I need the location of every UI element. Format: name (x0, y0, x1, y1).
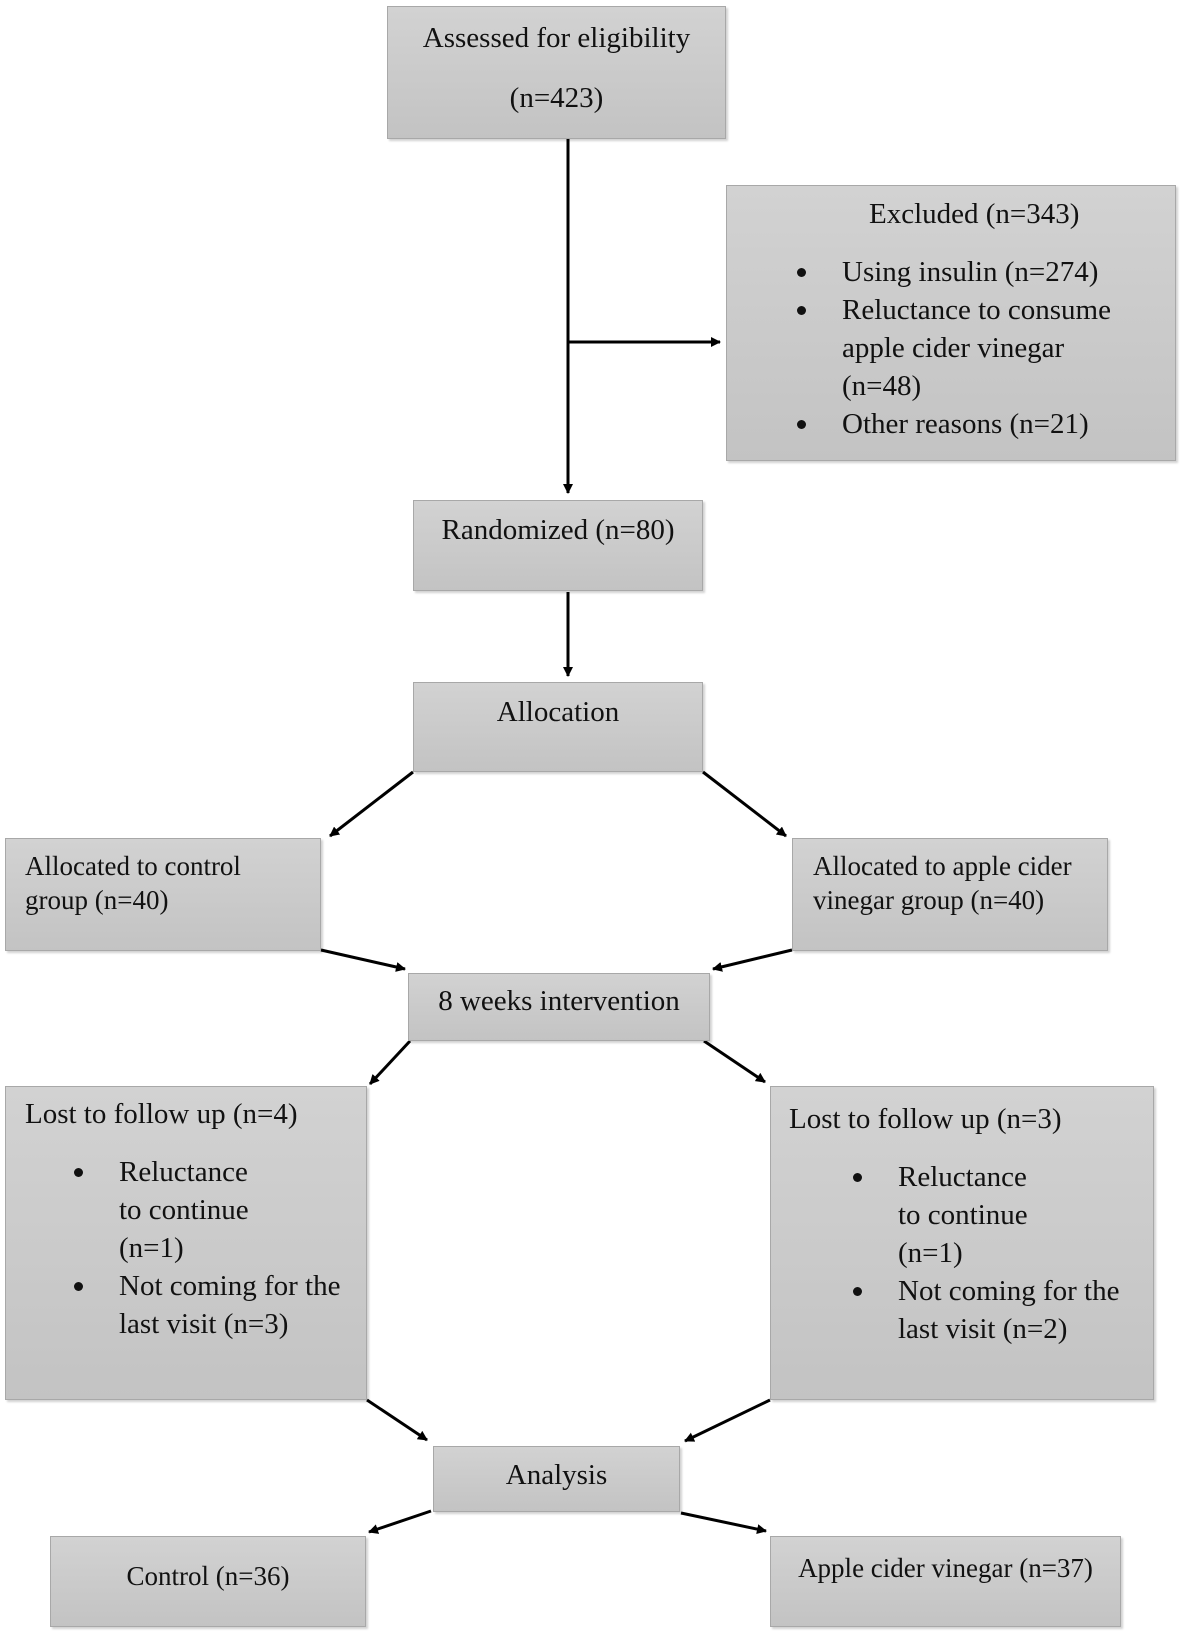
edge-intervention-lostcontrol (368, 1039, 412, 1086)
edge-analysis-control (368, 1509, 432, 1534)
alloc-control-line-1: Allocated to control (25, 851, 241, 881)
node-lost-acv: Lost to follow up (n=3) Reluctance to co… (770, 1086, 1154, 1400)
lost-control-title: Lost to follow up (n=4) (25, 1098, 298, 1130)
intervention-label: 8 weeks intervention (438, 985, 680, 1017)
excluded-reason: Other reasons (n=21) (797, 405, 1155, 443)
analysis-label: Analysis (505, 1459, 608, 1491)
node-excluded: Excluded (n=343) Using insulin (n=274) R… (726, 185, 1176, 461)
edge-control-intervention (320, 948, 406, 972)
node-final-control: Control (n=36) (50, 1536, 366, 1627)
excluded-title: Excluded (n=343) (869, 198, 1080, 230)
node-alloc-control: Allocated to control group (n=40) (5, 838, 321, 951)
edge-analysis-acv (680, 1511, 767, 1535)
node-assessed: Assessed for eligibility (n=423) (387, 6, 726, 139)
alloc-acv-line-2: vinegar group (n=40) (813, 885, 1045, 915)
final-acv-label: Apple cider vinegar (n=37) (798, 1553, 1093, 1583)
excluded-reasons: Using insulin (n=274) Reluctance to cons… (797, 253, 1155, 443)
node-alloc-acv: Allocated to apple cider vinegar group (… (792, 838, 1108, 951)
edge-allocation-acv (702, 770, 787, 838)
lost-control-reason: Reluctance to continue (n=1) (74, 1153, 356, 1267)
lost-acv-reason: Reluctance to continue (n=1) (853, 1158, 1143, 1272)
node-randomized: Randomized (n=80) (413, 500, 703, 591)
node-lost-control: Lost to follow up (n=4) Reluctance to co… (5, 1086, 367, 1400)
lost-acv-title: Lost to follow up (n=3) (789, 1103, 1062, 1135)
node-final-acv: Apple cider vinegar (n=37) (770, 1536, 1121, 1627)
node-allocation: Allocation (413, 682, 703, 772)
node-intervention: 8 weeks intervention (408, 973, 710, 1041)
lost-acv-reasons: Reluctance to continue (n=1) Not coming … (789, 1158, 1143, 1348)
randomized-label: Randomized (n=80) (441, 514, 675, 546)
edge-lostacv-analysis (684, 1398, 771, 1443)
edge-acv-intervention (712, 948, 793, 972)
excluded-reason: Reluctance to consume apple cider vinega… (797, 291, 1155, 405)
allocation-label: Allocation (496, 696, 620, 728)
final-control-label: Control (n=36) (126, 1561, 290, 1591)
assessed-line-2: (n=423) (509, 82, 604, 114)
alloc-acv-line-1: Allocated to apple cider (813, 851, 1072, 881)
assessed-line-1: Assessed for eligibility (422, 22, 691, 54)
lost-control-reasons: Reluctance to continue (n=1) Not coming … (25, 1153, 356, 1343)
edge-allocation-control (329, 770, 414, 838)
lost-acv-reason: Not coming for the last visit (n=2) (853, 1272, 1143, 1348)
alloc-control-line-2: group (n=40) (25, 885, 169, 915)
edge-intervention-lostacv (703, 1039, 766, 1084)
node-analysis: Analysis (433, 1446, 680, 1512)
edge-lostcontrol-analysis (366, 1398, 428, 1442)
lost-control-reason: Not coming for the last visit (n=3) (74, 1267, 356, 1343)
excluded-reason: Using insulin (n=274) (797, 253, 1155, 291)
